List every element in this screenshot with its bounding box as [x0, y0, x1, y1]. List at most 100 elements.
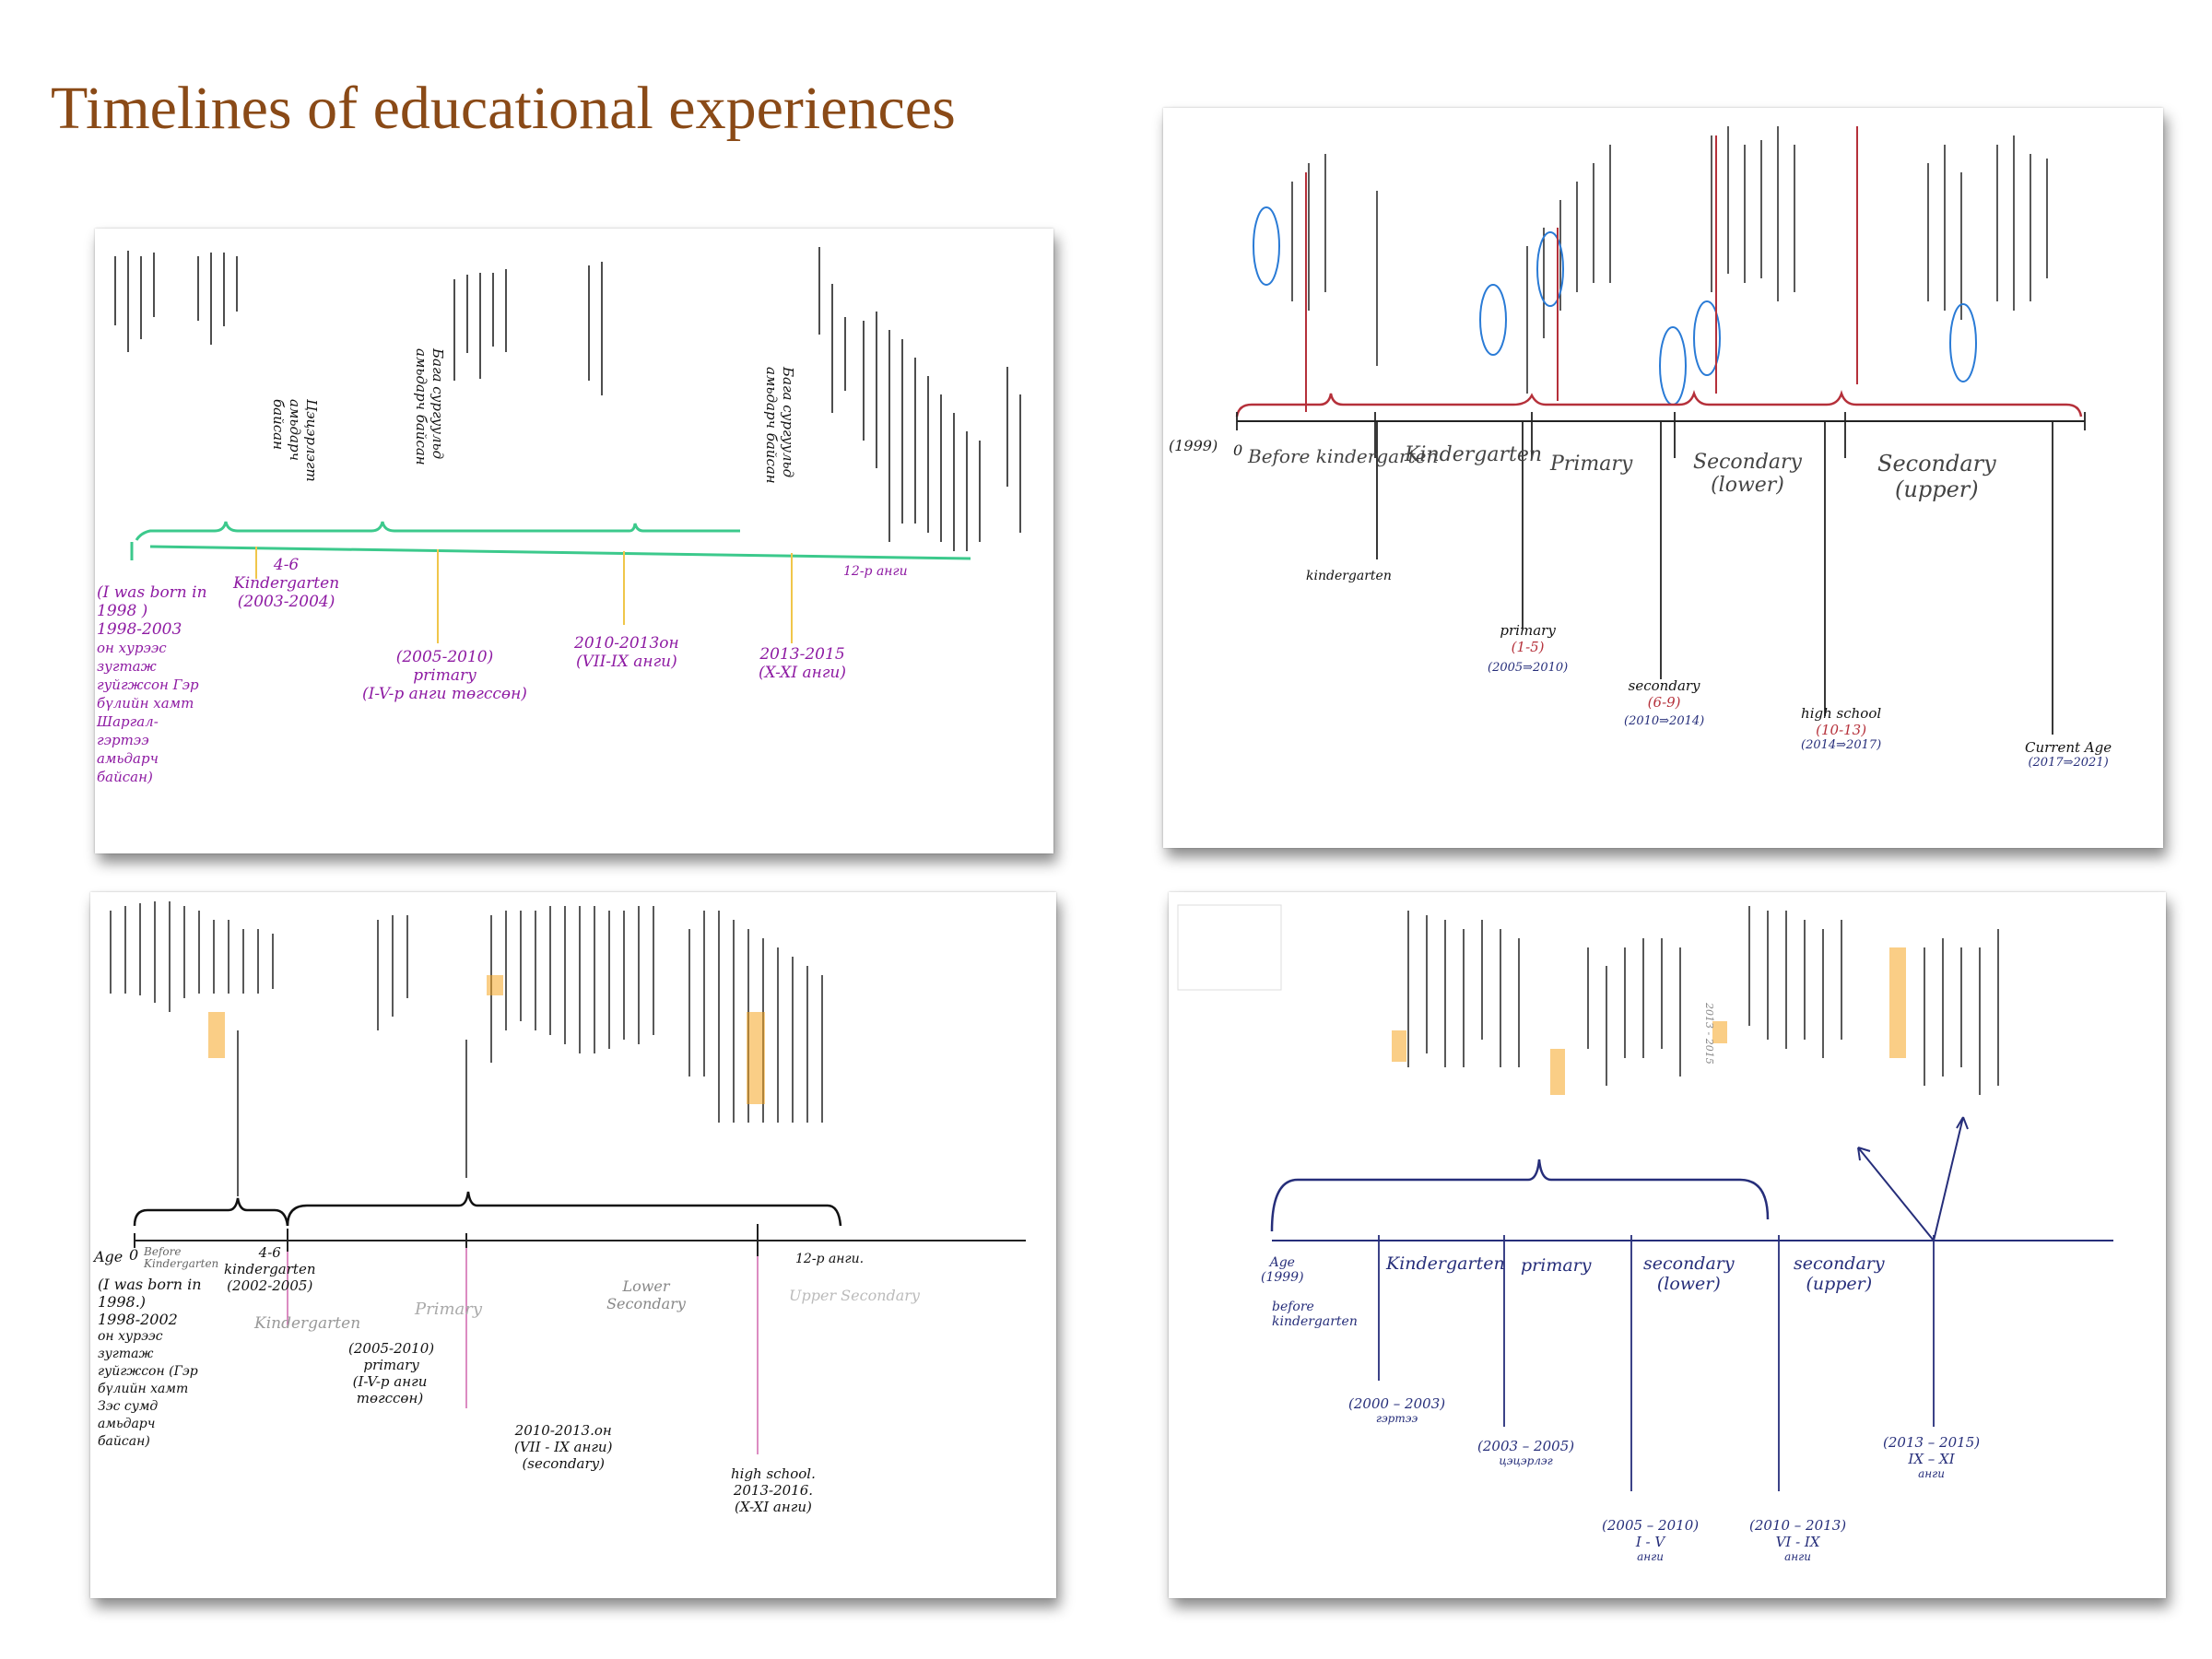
- below-high-school-grades: (10-13): [1816, 722, 1867, 738]
- below-secondary-label: secondary: [1628, 677, 1700, 694]
- below-secondary-note: secondary (6-9) (2010⇒2014): [1624, 677, 1704, 728]
- below-secondary-grades: (6-9): [1647, 694, 1681, 711]
- stage-secondary-lower: Secondary (lower): [1693, 451, 1802, 497]
- born-label: (I was born in 1998.): [98, 1276, 202, 1311]
- stage-note-kindergarten: Цэцэрлэгт амьдарч байсан: [270, 399, 325, 510]
- highlight-tags: [208, 975, 765, 1104]
- stage-note-primary: Бага сургуульд амьдарч байсан: [413, 348, 477, 505]
- year-label: (1999): [1261, 1270, 1304, 1285]
- stage-note-secondary: Бага сургуульд амьдарч байсан: [763, 367, 828, 524]
- final-period-grades: IX – XI: [1908, 1451, 1955, 1467]
- timeline-panel-3: Age 0 Before Kindergarten 4-6 kindergart…: [90, 892, 1056, 1598]
- axis-dividers: [1378, 1235, 1935, 1491]
- lower-period-grades: I - V: [1635, 1534, 1665, 1550]
- stage-note-text: Бага сургуульд амьдарч байсан: [413, 348, 446, 465]
- green-brace: [130, 521, 971, 560]
- before-kindergarten-label: Before Kindergarten: [144, 1245, 219, 1270]
- axis-dividers: [1236, 412, 2086, 735]
- kindergarten-period-years: (2000 – 2003): [1348, 1395, 1446, 1412]
- blue-tags: [1253, 206, 1977, 406]
- kindergarten-period-note: (2000 – 2003) гэртээ: [1348, 1395, 1445, 1425]
- high-school-note: high school. 2013-2016. (X-XI анги): [731, 1465, 816, 1515]
- primary-years: (2005-2010): [348, 1340, 435, 1357]
- stage-tags: [237, 1030, 467, 1196]
- below-primary-grades: (1-5): [1511, 639, 1545, 655]
- stage-before-kindergarten: Before kindergarten: [1248, 445, 1439, 467]
- zero-label: 0: [129, 1246, 139, 1264]
- primary-note: (2005-2010) primary (I-V-р анги төгссөн): [348, 1340, 434, 1406]
- stage-secondary-upper-label: secondary: [1794, 1253, 1885, 1274]
- stage-note-text: Цэцэрлэгт амьдарч байсан: [270, 399, 320, 482]
- born-label: (I was born in 1998 ): [97, 583, 207, 620]
- stage-secondary-upper-sub: (upper): [1806, 1274, 1873, 1294]
- upper-secondary-faint: Upper Secondary: [789, 1287, 920, 1304]
- axis-dividers: [287, 1238, 759, 1454]
- stage-kindergarten: Kindergarten: [1386, 1253, 1505, 1274]
- stage-primary: Primary: [1550, 453, 1633, 476]
- stage-secondary-lower-sub: (lower): [1656, 1274, 1721, 1294]
- red-markers: [1305, 126, 1858, 412]
- before-kindergarten-label: before kindergarten: [1272, 1300, 1358, 1329]
- secondary-years: 2010-2013.он: [514, 1422, 612, 1439]
- below-primary-years: (2005⇒2010): [1488, 661, 1569, 675]
- timeline-2-drawing: [1235, 126, 2086, 735]
- primary-faint: Primary: [415, 1300, 483, 1319]
- kindergarten-note: 4-6 kindergarten (2002-2005): [224, 1244, 315, 1294]
- timeline-4-drawing: [1177, 904, 2113, 1491]
- grade-12-note: 12-р анги.: [795, 1252, 865, 1266]
- below-high-school-label: high school: [1801, 705, 1882, 722]
- scribble-notes: [1291, 126, 2048, 394]
- primary-period-note: (2003 – 2005) цэцэрлэг: [1477, 1438, 1574, 1467]
- primary-period-note-text: цэцэрлэг: [1499, 1454, 1553, 1467]
- high-school-years: 2013-2016.: [733, 1482, 814, 1499]
- lower-period-note: (2005 – 2010) I - V анги: [1602, 1517, 1699, 1563]
- navy-brace: [1270, 1159, 1770, 1232]
- timeline-3-drawing: [110, 901, 1026, 1454]
- below-high-school-note: high school (10-13) (2014⇒2017): [1801, 705, 1881, 752]
- lower-period-note-text: анги: [1637, 1550, 1664, 1563]
- secondary-label: (secondary): [522, 1455, 605, 1472]
- below-primary-note: primary (1-5) (2005⇒2010): [1488, 622, 1568, 675]
- stage-secondary-lower-label: secondary: [1643, 1253, 1735, 1274]
- timeline-panel-2: (1999) 0 Before kindergarten Kindergarte…: [1163, 108, 2163, 848]
- slide-title: Timelines of educational experiences: [51, 75, 956, 142]
- lower-period-years: (2005 – 2010): [1602, 1517, 1700, 1534]
- age-label: Age: [1269, 1255, 1295, 1270]
- stage-primary: primary: [1521, 1255, 1592, 1276]
- secondary-grades: (VII-IX анги): [575, 653, 677, 671]
- stage-secondary-upper: Secondary (upper): [1877, 451, 1996, 502]
- secondary-note: 2010-2013он (VII-IX анги): [574, 634, 679, 671]
- secondary-grades: (VII - IX анги): [514, 1439, 613, 1455]
- born-years: 1998-2003: [97, 620, 182, 639]
- scribble-notes: [1407, 906, 1999, 1095]
- stage-kindergarten: Kindergarten: [1405, 443, 1543, 466]
- born-note: (I was born in 1998.) 1998-2002 он хурээ…: [98, 1276, 208, 1451]
- stage-secondary-upper-label: Secondary: [1877, 451, 1996, 477]
- brace-right: [286, 1191, 842, 1227]
- kindergarten-label: kindergarten: [224, 1261, 316, 1277]
- current-age-years: (2017⇒2021): [2028, 756, 2109, 770]
- upper-period-note-text: анги: [1784, 1550, 1811, 1563]
- timeline-panel-1: Цэцэрлэгт амьдарч байсан Бага сургуульд …: [95, 229, 1053, 853]
- arrows: [1857, 1116, 1969, 1241]
- final-period-note: (2013 – 2015) IX – XI анги: [1883, 1434, 1980, 1480]
- upper-period-grades: VI - IX: [1775, 1534, 1820, 1550]
- born-years: 1998-2002: [98, 1311, 178, 1328]
- high-school-note: 2013-2015 (X-XI анги): [759, 645, 846, 682]
- upper-period-note: (2010 – 2013) VI - IX анги: [1749, 1517, 1846, 1563]
- high-school-label: high school.: [731, 1465, 816, 1482]
- year-label: (1999): [1169, 437, 1218, 454]
- kindergarten-note: 4-6 Kindergarten (2003-2004): [233, 556, 339, 611]
- below-kindergarten-label: kindergarten: [1306, 569, 1392, 583]
- primary-label: primary: [413, 666, 477, 685]
- primary-grades: (I-V-р анги төгссөн): [362, 685, 527, 703]
- red-brace: [1235, 390, 2083, 418]
- below-high-school-years: (2014⇒2017): [1801, 738, 1882, 752]
- kindergarten-age: 4-6: [273, 556, 300, 574]
- kindergarten-years: (2002-2005): [227, 1277, 313, 1294]
- kindergarten-age: 4-6: [258, 1244, 281, 1261]
- stage-ticks: [255, 547, 793, 643]
- final-period-note-text: анги: [1918, 1467, 1945, 1480]
- stage-secondary-upper: secondary (upper): [1794, 1253, 1885, 1294]
- upper-period-years: (2010 – 2013): [1749, 1517, 1847, 1534]
